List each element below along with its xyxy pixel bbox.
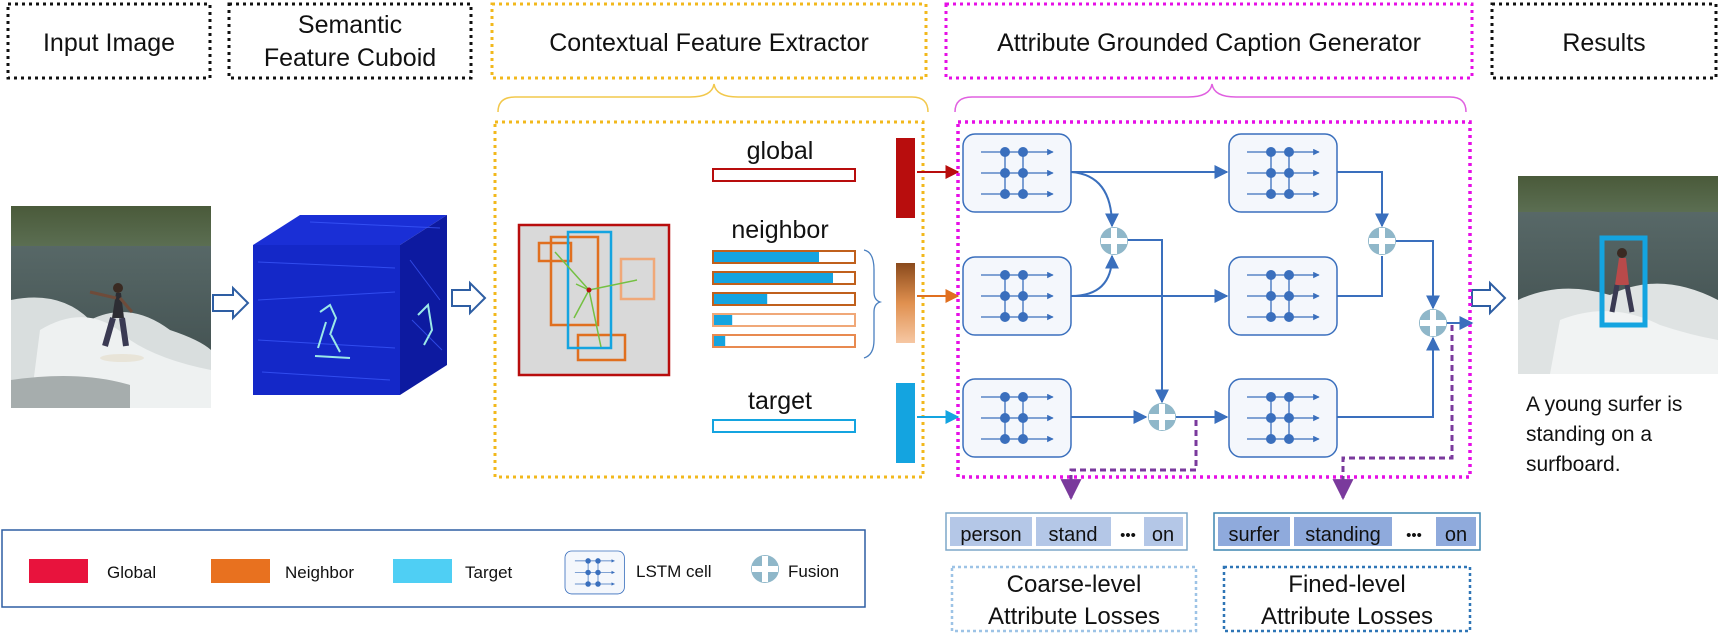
- neighbor-bar-4: [712, 313, 856, 327]
- stage-input-image-label: Input Image: [43, 29, 175, 57]
- caption-line-2: standing on a: [1526, 423, 1652, 446]
- lstm-cell-neighbor-2: [1229, 257, 1337, 335]
- generator-connections: [1070, 165, 1474, 424]
- hollow-arrow-1: [212, 285, 250, 321]
- stage-feature-cuboid: Semantic Feature Cuboid: [227, 2, 473, 80]
- semantic-feature-cuboid: [253, 215, 447, 395]
- fusion-icon-3: [1368, 227, 1396, 255]
- coarse-loss-label-1: Coarse-level: [1007, 571, 1142, 598]
- fine-loss-label-2: Attribute Losses: [1261, 603, 1433, 630]
- fine-loss-box: Fined-level Attribute Losses: [1222, 565, 1472, 633]
- global-feature-vector: [896, 138, 915, 218]
- coarse-word-1: person: [960, 524, 1021, 546]
- extractor-region: [493, 120, 925, 479]
- neighbor-bar-fill-4: [714, 315, 733, 325]
- stage-cuboid-label-1: Semantic: [298, 11, 402, 39]
- neighbor-bars: [712, 250, 856, 348]
- stage-generator-label: Attribute Grounded Caption Generator: [997, 29, 1421, 57]
- target-feature-vector: [896, 383, 915, 463]
- fusion-icon-4: [1419, 309, 1447, 337]
- lstm-cell-neighbor-1: [963, 257, 1071, 335]
- legend-fusion-icon: [751, 555, 779, 583]
- neighbor-bar-5: [712, 334, 856, 348]
- lstm-cell-target-2: [1229, 379, 1337, 457]
- legend: Global Neighbor Target LSTM cell Fusion: [1, 529, 866, 608]
- stage-results: Results: [1490, 2, 1718, 80]
- fine-loss-label-1: Fined-level: [1288, 571, 1405, 598]
- legend-fusion-label: Fusion: [788, 562, 839, 581]
- hollow-arrow-2: [451, 280, 487, 316]
- legend-target-label: Target: [465, 563, 513, 582]
- neighbor-feature-vector: [896, 263, 915, 343]
- result-surfer-image: [1518, 176, 1718, 374]
- legend-global-swatch: [29, 559, 88, 583]
- hollow-arrow-3: [1471, 280, 1507, 316]
- fine-word-2: standing: [1305, 524, 1381, 546]
- neighbor-bar-fill-1: [714, 252, 819, 262]
- input-surfer-image: [11, 206, 211, 408]
- stage-results-label: Results: [1562, 29, 1645, 57]
- legend-neighbor-swatch: [211, 559, 270, 583]
- caption-line-3: surfboard.: [1526, 453, 1621, 476]
- coarse-ellipsis: •••: [1120, 527, 1136, 544]
- neighbor-label: neighbor: [731, 216, 828, 244]
- coarse-loss-box: Coarse-level Attribute Losses: [950, 565, 1198, 633]
- fine-ellipsis: •••: [1406, 527, 1422, 544]
- legend-neighbor-label: Neighbor: [285, 563, 354, 582]
- target-label: target: [748, 387, 812, 415]
- fine-word-1: surfer: [1228, 524, 1279, 546]
- lstm-cell-global-2: [1229, 134, 1337, 212]
- generator-region: [956, 120, 1472, 479]
- attribute-loss-connections: [1060, 325, 1454, 501]
- extractor-brace: [497, 83, 929, 113]
- coarse-word-3: on: [1152, 524, 1174, 546]
- fine-word-3: on: [1445, 524, 1467, 546]
- stage-generator: Attribute Grounded Caption Generator: [944, 2, 1474, 80]
- legend-lstm-icon: [565, 551, 624, 594]
- legend-target-swatch: [393, 559, 452, 583]
- fine-attribute-words: surfer standing ••• on: [1213, 512, 1481, 551]
- global-label: global: [747, 137, 814, 165]
- stage-cuboid-label-2: Feature Cuboid: [264, 44, 436, 72]
- caption-line-1: A young surfer is: [1526, 393, 1682, 416]
- neighbor-bar-fill-5: [714, 336, 726, 346]
- global-bar: [712, 168, 856, 182]
- lstm-cell-global-1: [963, 134, 1071, 212]
- generator-brace: [954, 83, 1467, 113]
- coarse-loss-label-2: Attribute Losses: [988, 603, 1160, 630]
- legend-lstm-label: LSTM cell: [636, 562, 712, 581]
- lstm-cell-target-1: [963, 379, 1071, 457]
- coarse-word-2: stand: [1049, 524, 1098, 546]
- region-map: [517, 223, 671, 377]
- neighbor-bar-fill-2: [714, 273, 833, 283]
- fusion-icon-1: [1100, 227, 1128, 255]
- stage-extractor: Contextual Feature Extractor: [490, 2, 928, 80]
- fusion-icon-2: [1148, 403, 1176, 431]
- neighbor-brace: [863, 249, 883, 359]
- stage-input-image: Input Image: [6, 2, 212, 80]
- target-bar: [712, 419, 856, 433]
- coarse-attribute-words: person stand ••• on: [945, 512, 1188, 551]
- neighbor-bar-fill-3: [714, 294, 768, 304]
- stage-extractor-label: Contextual Feature Extractor: [549, 29, 869, 57]
- legend-global-label: Global: [107, 563, 156, 582]
